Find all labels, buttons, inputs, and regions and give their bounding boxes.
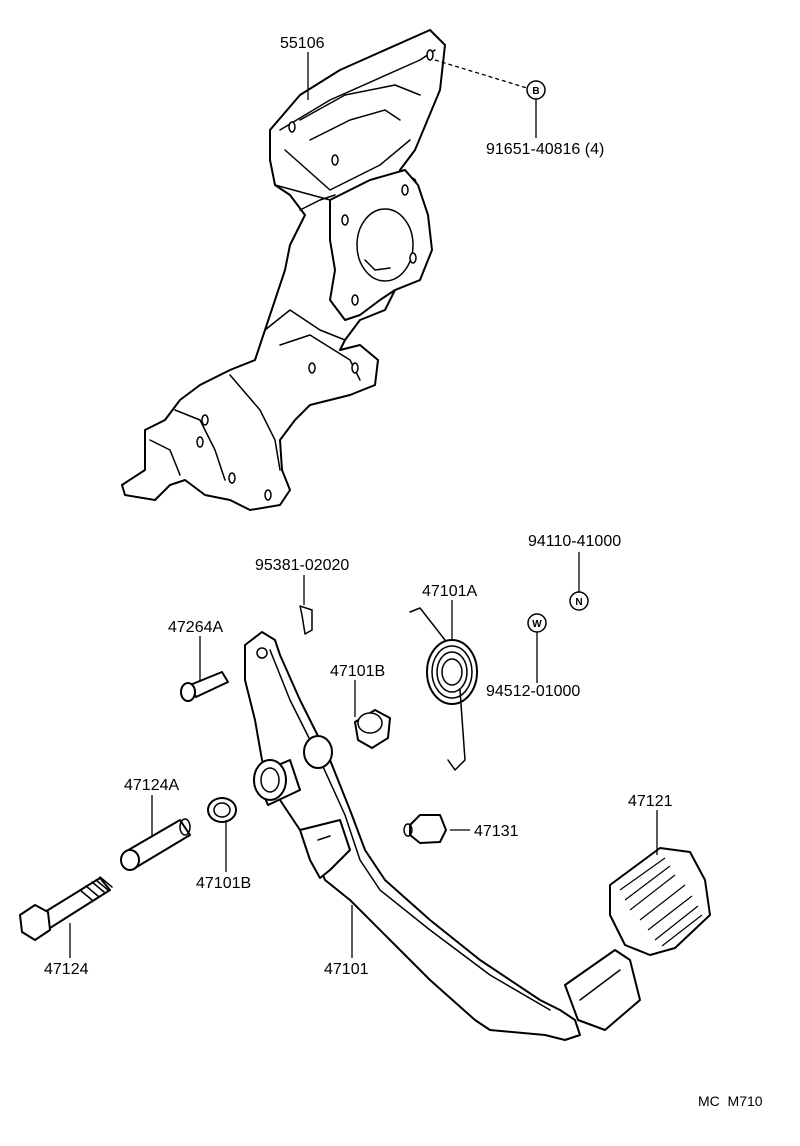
label-bushing-upper: 47101B: [330, 663, 385, 680]
leader-lines: [69, 52, 658, 958]
pedal-arm: [244, 631, 641, 1041]
label-bolt-b: 91651-40816 (4): [486, 141, 604, 158]
collar: [120, 818, 191, 871]
return-spring: [409, 607, 478, 771]
label-return-spring: 47101A: [422, 583, 477, 600]
marker-w-text: W: [532, 619, 542, 630]
bushing-lower: [207, 797, 237, 823]
label-stopper: 47131: [474, 823, 519, 840]
pedal-pad: [609, 847, 711, 956]
bolt: [19, 876, 113, 941]
label-cotter-pin: 95381-02020: [255, 557, 349, 574]
cotter-pin: [299, 605, 313, 635]
bushing-upper: [354, 709, 391, 749]
label-nut: 94110-41000: [528, 533, 621, 550]
label-bolt: 47124: [44, 961, 89, 978]
corner-code: MC M710: [698, 1093, 763, 1109]
label-collar: 47124A: [124, 777, 179, 794]
marker-w: W: [527, 613, 547, 633]
pedal-bracket: [121, 29, 446, 511]
label-pin: 47264A: [168, 619, 223, 636]
label-pad: 47121: [628, 793, 673, 810]
label-bracket: 55106: [280, 35, 325, 52]
marker-b: B: [526, 80, 546, 100]
clevis-pin: [180, 671, 229, 702]
label-washer: 94512-01000: [486, 683, 580, 700]
stopper: [403, 814, 447, 844]
marker-n: N: [569, 591, 589, 611]
marker-n-text: N: [575, 597, 582, 608]
label-bushing-lower: 47101B: [196, 875, 251, 892]
marker-b-text: B: [532, 86, 539, 97]
label-pedal-arm: 47101: [324, 961, 369, 978]
